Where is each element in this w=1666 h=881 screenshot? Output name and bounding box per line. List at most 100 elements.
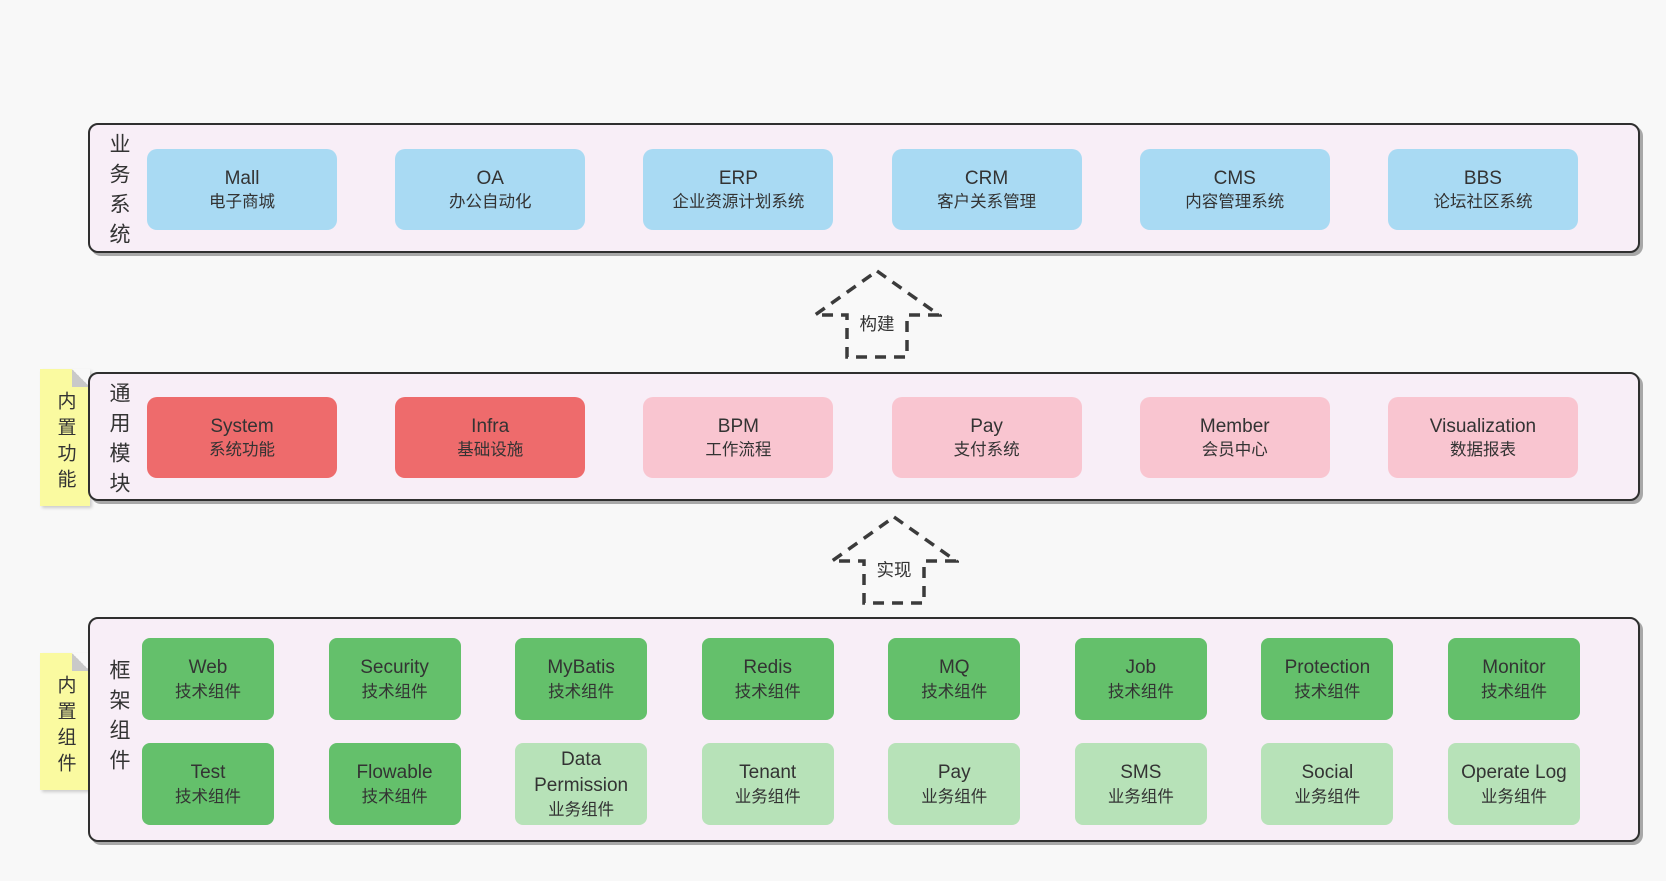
box-title: CRM bbox=[964, 167, 1009, 189]
box-title: Operate Log bbox=[1461, 762, 1567, 784]
box-subtitle: 业务组件 bbox=[921, 787, 988, 806]
box-title: Pay bbox=[970, 415, 1003, 437]
arrow-label: 构建 bbox=[855, 310, 899, 337]
box-security: Security 技术组件 bbox=[328, 638, 461, 720]
box-subtitle: 业务组件 bbox=[1107, 787, 1174, 806]
box-row: Test 技术组件 Flowable 技术组件 Data Permission … bbox=[142, 743, 1580, 825]
arrow-label: 实现 bbox=[872, 556, 916, 583]
box-infra: Infra 基础设施 bbox=[395, 397, 586, 478]
box-subtitle: 技术组件 bbox=[361, 682, 428, 701]
section-business-systems: 业务系统 Mall 电子商城 OA 办公自动化 ERP 企业资源计划系统 CRM… bbox=[88, 123, 1640, 253]
box-subtitle: 办公自动化 bbox=[448, 193, 532, 212]
box-title: Data Permission bbox=[534, 749, 629, 796]
box-subtitle: 技术组件 bbox=[921, 682, 988, 701]
box-oa: OA 办公自动化 bbox=[395, 149, 586, 230]
box-title: Protection bbox=[1284, 657, 1371, 679]
box-subtitle: 内容管理系统 bbox=[1185, 193, 1285, 212]
box-flowable: Flowable 技术组件 bbox=[328, 743, 461, 825]
box-subtitle: 技术组件 bbox=[175, 682, 241, 701]
box-subtitle: 技术组件 bbox=[1294, 682, 1361, 701]
box-subtitle: 业务组件 bbox=[1294, 787, 1361, 806]
box-title: Mall bbox=[224, 167, 260, 189]
tag-label: 内置组件 bbox=[54, 675, 76, 779]
box-title: ERP bbox=[718, 167, 758, 189]
folded-corner-icon bbox=[72, 369, 90, 387]
box-title: OA bbox=[476, 167, 504, 189]
box-sms: SMS 业务组件 bbox=[1074, 743, 1207, 825]
box-job: Job 技术组件 bbox=[1074, 638, 1207, 720]
box-subtitle: 技术组件 bbox=[361, 787, 428, 806]
box-subtitle: 技术组件 bbox=[1480, 682, 1547, 701]
box-row: Mall 电子商城 OA 办公自动化 ERP 企业资源计划系统 CRM 客户关系… bbox=[147, 149, 1578, 230]
section-framework-components: 框架组件 Web 技术组件 Security 技术组件 MyBatis 技术组件… bbox=[88, 617, 1640, 842]
box-cms: CMS 内容管理系统 bbox=[1139, 149, 1330, 230]
box-test: Test 技术组件 bbox=[142, 743, 274, 825]
box-mall: Mall 电子商城 bbox=[147, 149, 337, 230]
box-subtitle: 工作流程 bbox=[705, 441, 772, 460]
box-subtitle: 论坛社区系统 bbox=[1433, 193, 1533, 212]
box-erp: ERP 企业资源计划系统 bbox=[643, 149, 834, 230]
box-title: BBS bbox=[1463, 167, 1502, 189]
box-tenant: Tenant 业务组件 bbox=[701, 743, 834, 825]
box-protection: Protection 技术组件 bbox=[1261, 638, 1394, 720]
tag-label: 内置功能 bbox=[54, 391, 76, 495]
box-subtitle: 业务组件 bbox=[1480, 787, 1547, 806]
box-pay-component: Pay 业务组件 bbox=[888, 743, 1021, 825]
box-subtitle: 数据报表 bbox=[1449, 441, 1516, 460]
box-subtitle: 支付系统 bbox=[953, 441, 1020, 460]
box-title: MQ bbox=[938, 657, 970, 679]
box-title: MyBatis bbox=[547, 657, 615, 679]
box-title: Member bbox=[1199, 415, 1270, 437]
box-title: Redis bbox=[743, 657, 792, 679]
box-subtitle: 业务组件 bbox=[548, 800, 615, 819]
build-arrow-icon: 构建 bbox=[812, 268, 942, 360]
box-subtitle: 企业资源计划系统 bbox=[672, 193, 805, 212]
box-system: System 系统功能 bbox=[147, 397, 337, 478]
box-subtitle: 客户关系管理 bbox=[937, 193, 1037, 212]
box-subtitle: 技术组件 bbox=[1107, 682, 1174, 701]
box-subtitle: 技术组件 bbox=[548, 682, 615, 701]
box-subtitle: 业务组件 bbox=[734, 787, 801, 806]
sticky-tag-built-in-components: 内置组件 bbox=[40, 653, 90, 790]
box-title: Security bbox=[360, 657, 429, 679]
box-title: Social bbox=[1301, 762, 1354, 784]
box-title: CMS bbox=[1213, 167, 1256, 189]
box-crm: CRM 客户关系管理 bbox=[891, 149, 1082, 230]
sticky-tag-built-in-features: 内置功能 bbox=[40, 369, 90, 506]
box-bpm: BPM 工作流程 bbox=[643, 397, 834, 478]
box-mybatis: MyBatis 技术组件 bbox=[515, 638, 648, 720]
box-title: SMS bbox=[1120, 762, 1162, 784]
box-title: Tenant bbox=[739, 762, 797, 784]
box-monitor: Monitor 技术组件 bbox=[1447, 638, 1580, 720]
box-visualization: Visualization 数据报表 bbox=[1387, 397, 1578, 478]
box-title: Infra bbox=[471, 415, 510, 437]
section-label: 业务系统 bbox=[107, 133, 130, 253]
box-title: Pay bbox=[937, 762, 971, 784]
box-member: Member 会员中心 bbox=[1139, 397, 1330, 478]
section-common-modules: 通用模块 System 系统功能 Infra 基础设施 BPM 工作流程 Pay… bbox=[88, 372, 1640, 502]
box-title: System bbox=[210, 415, 274, 437]
box-pay-module: Pay 支付系统 bbox=[891, 397, 1082, 478]
box-subtitle: 系统功能 bbox=[209, 441, 275, 460]
box-row: Web 技术组件 Security 技术组件 MyBatis 技术组件 Redi… bbox=[142, 638, 1580, 720]
box-subtitle: 电子商城 bbox=[209, 193, 275, 212]
box-data-permission: Data Permission 业务组件 bbox=[515, 743, 648, 825]
box-operate-log: Operate Log 业务组件 bbox=[1447, 743, 1580, 825]
box-social: Social 业务组件 bbox=[1261, 743, 1394, 825]
box-redis: Redis 技术组件 bbox=[701, 638, 834, 720]
box-title: Test bbox=[190, 762, 226, 784]
box-title: Visualization bbox=[1429, 415, 1537, 437]
section-label: 框架组件 bbox=[107, 659, 130, 779]
box-subtitle: 技术组件 bbox=[734, 682, 801, 701]
box-title: BPM bbox=[717, 415, 759, 437]
box-title: Flowable bbox=[356, 762, 433, 784]
box-title: Monitor bbox=[1482, 657, 1546, 679]
box-web: Web 技术组件 bbox=[142, 638, 274, 720]
box-bbs: BBS 论坛社区系统 bbox=[1387, 149, 1578, 230]
implement-arrow-icon: 实现 bbox=[829, 514, 959, 606]
box-subtitle: 技术组件 bbox=[175, 787, 241, 806]
folded-corner-icon bbox=[72, 653, 90, 671]
box-title: Job bbox=[1125, 657, 1157, 679]
box-subtitle: 会员中心 bbox=[1201, 441, 1268, 460]
